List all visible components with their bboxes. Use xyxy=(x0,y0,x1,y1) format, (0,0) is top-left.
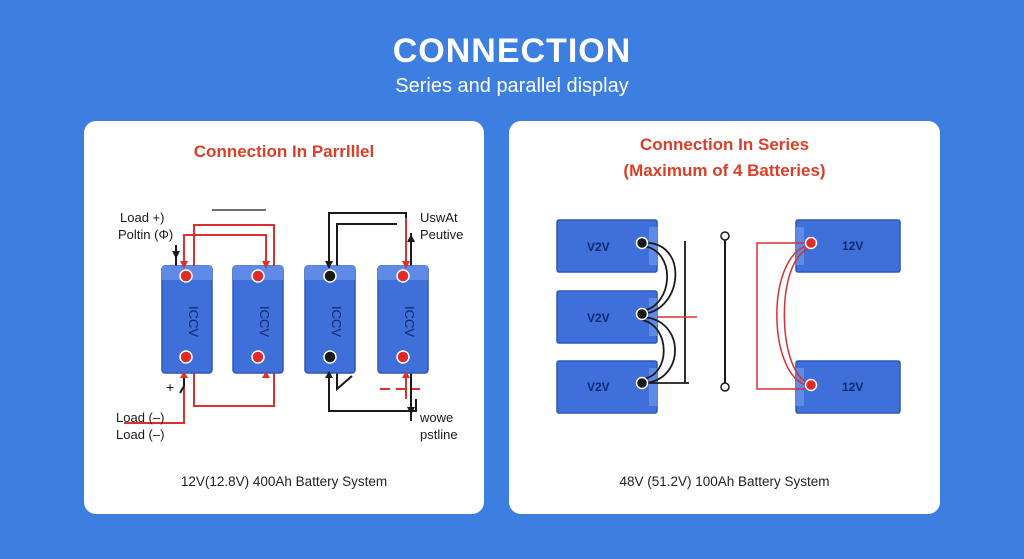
parallel-battery-4-label: ICCV xyxy=(402,305,418,338)
parallel-panel: Connection In Parrlllel xyxy=(84,121,484,514)
series-left-battery-1-label: V2V xyxy=(587,240,610,254)
parallel-label-wowe: wowe xyxy=(420,410,454,425)
parallel-battery-3-label: ICCV xyxy=(329,305,345,338)
parallel-label-peutive: Peutive xyxy=(420,227,464,242)
series-left-battery-3-label: V2V xyxy=(587,380,610,394)
parallel-plus-mark: + xyxy=(166,379,175,395)
page-title: CONNECTION xyxy=(392,32,632,70)
parallel-label-pstline: pstline xyxy=(420,427,458,442)
series-terminals xyxy=(635,236,818,392)
series-footer: 48V (51.2V) 100Ah Battery System xyxy=(619,474,830,489)
series-right-battery-1-label: 12V xyxy=(842,239,864,253)
series-left-battery-2-label: V2V xyxy=(587,311,610,325)
parallel-label-poltin: Poltin (Φ) xyxy=(118,227,174,242)
parallel-title: Connection In Parrlllel xyxy=(193,142,375,161)
parallel-label-load-minus-2: Load (–) xyxy=(116,427,165,442)
parallel-battery-2-label: ICCV xyxy=(257,305,273,338)
parallel-diagram xyxy=(124,209,429,424)
series-title: Connection In Series xyxy=(639,135,810,154)
page-subtitle: Series and parallel display xyxy=(395,75,629,97)
series-diagram xyxy=(556,219,901,414)
series-red-wires xyxy=(657,242,812,390)
series-subtitle: (Maximum of 4 Batteries) xyxy=(623,161,826,180)
parallel-arrows xyxy=(172,234,415,415)
parallel-terminals xyxy=(179,269,410,364)
series-black-wires xyxy=(641,231,730,392)
parallel-batteries xyxy=(161,265,429,374)
series-right-battery-2-label: 12V xyxy=(842,380,864,394)
parallel-label-load-plus: Load +) xyxy=(120,210,165,225)
parallel-battery-1-label: ICCV xyxy=(186,305,202,338)
parallel-footer: 12V(12.8V) 400Ah Battery System xyxy=(180,474,388,489)
series-left-batteries xyxy=(556,219,658,414)
series-panel: Connection In Series (Maximum of 4 Batte… xyxy=(509,121,940,514)
parallel-label-load-minus-1: Load (–) xyxy=(116,410,165,425)
series-right-batteries xyxy=(795,219,901,414)
parallel-label-uswat: UswAt xyxy=(420,210,458,225)
